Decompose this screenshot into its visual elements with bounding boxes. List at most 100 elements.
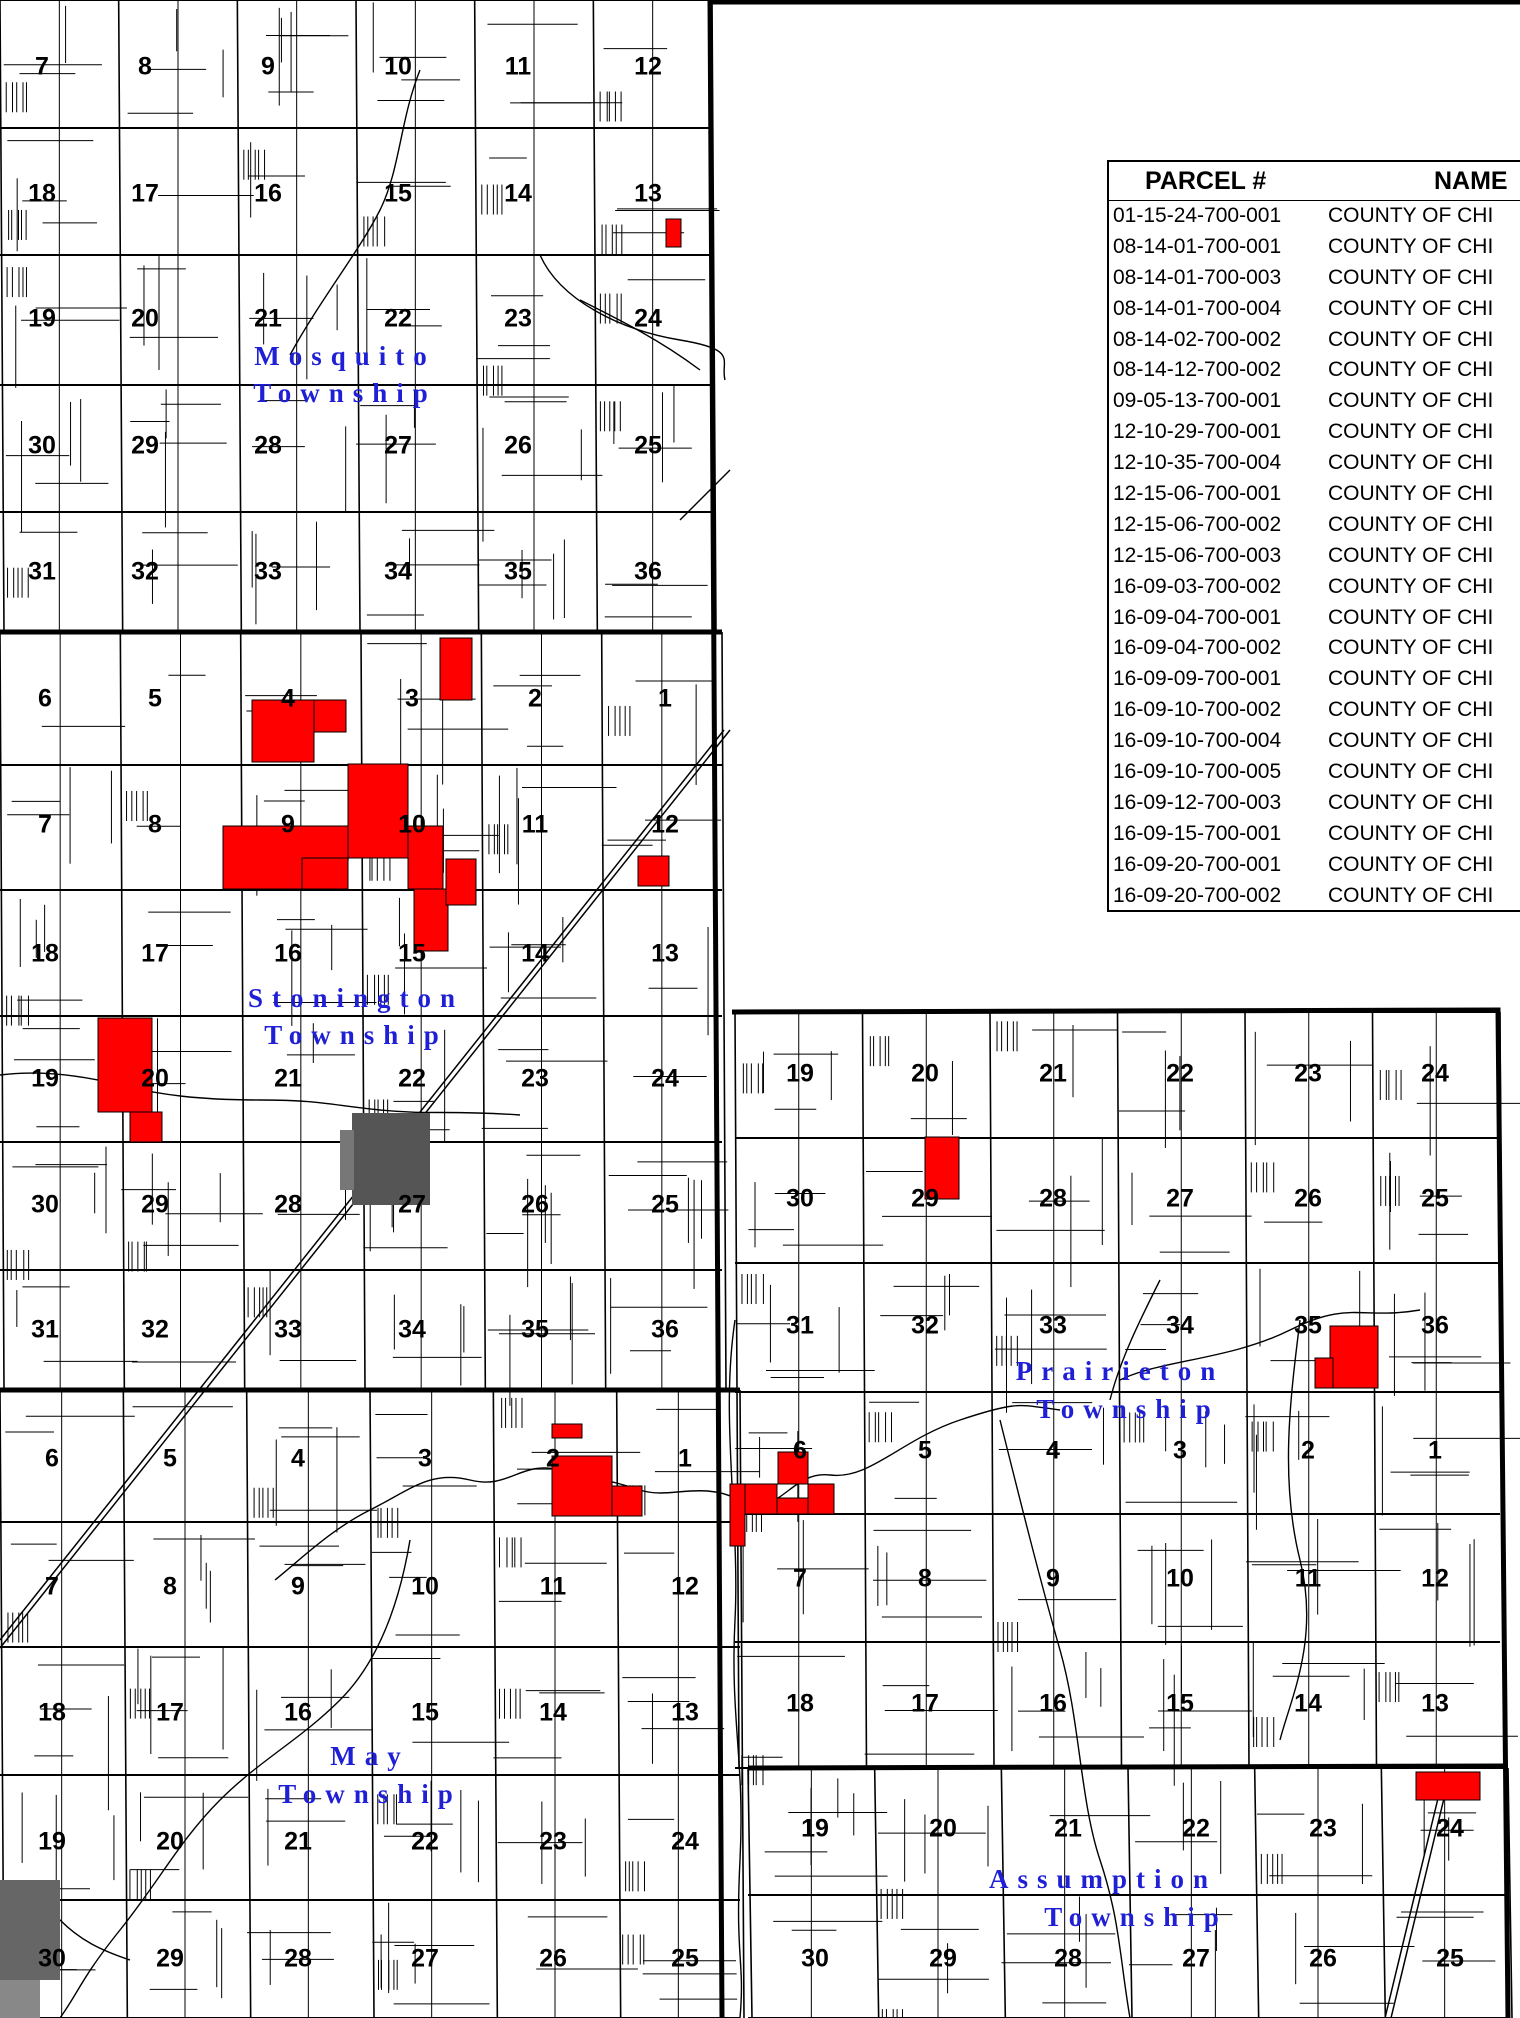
legend-owner-name: COUNTY OF CHI [1328,234,1494,258]
section-label-stonington: 2 [528,685,542,713]
legend-parcel-number: 08-14-01-700-004 [1113,296,1282,320]
section-label-prairieton: 22 [1166,1060,1194,1088]
section-label-stonington: 29 [141,1191,169,1219]
section-label-prairieton: 8 [918,1565,932,1593]
section-label-may: 24 [671,1828,699,1856]
section-label-mosquito: 13 [634,180,662,208]
county-parcel [413,888,449,952]
section-label-mosquito: 20 [131,305,159,333]
section-label-prairieton: 14 [1294,1690,1322,1718]
legend-header-name: NAME [1434,167,1508,195]
section-label-stonington: 14 [521,940,549,968]
highway-line [1384,1789,1447,2018]
section-label-prairieton: 24 [1421,1060,1449,1088]
section-label-prairieton: 17 [911,1690,939,1718]
legend-parcel-number: 08-14-01-700-003 [1113,265,1282,289]
legend-parcel-number: 16-09-20-700-002 [1113,883,1282,907]
legend-parcel-number: 12-10-29-700-001 [1113,420,1282,444]
section-label-may: 1 [678,1445,692,1473]
section-label-assumption: 23 [1309,1815,1337,1843]
county-parcel [407,825,444,890]
county-parcel [1314,1357,1334,1389]
section-label-mosquito: 12 [634,53,662,81]
county-parcel [777,1451,809,1485]
section-label-mosquito: 27 [384,432,412,460]
legend-parcel-number: 16-09-10-700-002 [1113,698,1282,722]
section-label-may: 29 [156,1945,184,1973]
legend-parcel-number: 08-14-02-700-002 [1113,327,1282,351]
section-label-may: 27 [411,1945,439,1973]
township-label-prairieton-line2: Township [1036,1394,1220,1424]
section-label-prairieton: 23 [1294,1060,1322,1088]
section-label-stonington: 22 [398,1065,426,1093]
section-label-mosquito: 35 [504,558,532,586]
legend-parcel-number: 16-09-04-700-002 [1113,636,1282,660]
legend-parcel-number: 16-09-20-700-001 [1113,852,1282,876]
county-parcel [1329,1325,1379,1389]
section-label-mosquito: 15 [384,180,412,208]
section-label-prairieton: 20 [911,1060,939,1088]
section-label-stonington: 20 [141,1065,169,1093]
township-label-may-line1: May [330,1741,409,1771]
section-label-prairieton: 16 [1039,1690,1067,1718]
legend-parcel-number: 16-09-10-700-004 [1113,729,1282,753]
section-label-may: 9 [291,1573,305,1601]
section-label-mosquito: 16 [254,180,282,208]
legend-owner-name: COUNTY OF CHI [1328,852,1494,876]
section-label-mosquito: 18 [28,180,56,208]
township-label-stonington-line1: Stonington [248,983,464,1013]
section-label-assumption: 24 [1436,1815,1464,1843]
township-labels: Mosquito Township Stonington Township Pr… [248,341,1220,1932]
section-label-mosquito: 17 [131,180,159,208]
section-label-may: 3 [418,1445,432,1473]
section-label-prairieton: 11 [1295,1565,1322,1593]
section-label-prairieton: 27 [1166,1185,1194,1213]
county-parcel [776,1497,809,1515]
section-label-prairieton: 9 [1046,1565,1060,1593]
section-label-prairieton: 33 [1039,1312,1067,1340]
legend-parcel-number: 08-14-12-700-002 [1113,358,1282,382]
section-label-prairieton: 5 [918,1437,932,1465]
section-label-mosquito: 11 [505,53,532,81]
section-label-stonington: 36 [651,1316,679,1344]
section-label-assumption: 22 [1182,1815,1210,1843]
section-label-mosquito: 34 [384,558,412,586]
legend-owner-name: COUNTY OF CHI [1328,636,1494,660]
section-label-stonington: 34 [398,1316,426,1344]
legend-owner-name: COUNTY OF CHI [1328,883,1494,907]
legend-owner-name: COUNTY OF CHI [1328,420,1494,444]
township-label-may-line2: Township [278,1779,462,1809]
legend-row: 16-09-04-700-002 COUNTY OF CHI [1109,633,1520,664]
township-label-assumption-line1: Assumption [989,1864,1217,1894]
county-parcel [807,1483,835,1515]
section-label-may: 21 [284,1828,312,1856]
stonington-town-blocks [340,1113,430,1205]
county-parcel [97,1017,153,1113]
section-label-stonington: 6 [38,685,52,713]
section-label-stonington: 25 [651,1191,679,1219]
section-label-may: 14 [539,1699,567,1727]
legend-owner-name: COUNTY OF CHI [1328,574,1494,598]
section-label-may: 7 [45,1573,59,1601]
section-label-mosquito: 14 [504,180,532,208]
section-label-mosquito: 21 [254,305,282,333]
section-label-prairieton: 4 [1046,1437,1060,1465]
section-label-may: 4 [291,1445,305,1473]
legend-owner-name: COUNTY OF CHI [1328,760,1494,784]
section-label-may: 8 [163,1573,177,1601]
section-label-stonington: 11 [522,811,549,839]
section-label-prairieton: 13 [1421,1690,1449,1718]
